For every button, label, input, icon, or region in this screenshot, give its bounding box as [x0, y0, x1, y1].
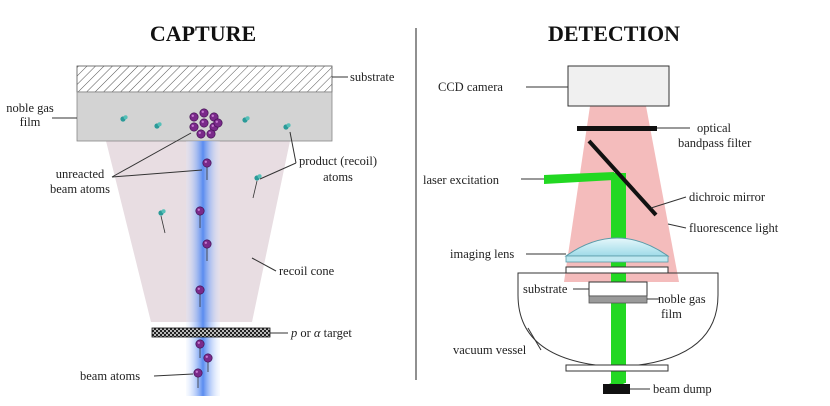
- product-atoms-in-cone: [158, 174, 262, 234]
- capture-substrate: [76, 65, 333, 93]
- label-target-word: target: [320, 326, 352, 340]
- capture-leaders: [52, 76, 348, 377]
- label-dichroic-mirror: dichroic mirror: [689, 190, 766, 204]
- ccd-camera: [567, 65, 670, 107]
- label-unreacted-line2: beam atoms: [50, 182, 110, 196]
- label-optical-line2: bandpass filter: [678, 136, 752, 150]
- label-substrate: substrate: [350, 70, 395, 84]
- target-foil: [151, 327, 271, 338]
- label-recoil-cone: recoil cone: [279, 264, 335, 278]
- capture-title: CAPTURE: [150, 21, 256, 46]
- label-product-line1: product (recoil): [299, 154, 377, 168]
- bandpass-filter: [577, 126, 657, 131]
- beam-dump: [603, 384, 630, 394]
- detection-leaders: [521, 86, 690, 390]
- imaging-lens: [564, 237, 670, 257]
- label-noble-gas-line2: film: [20, 115, 41, 129]
- label-detection-noble-gas-line1: noble gas: [658, 292, 706, 306]
- label-beam-dump: beam dump: [653, 382, 712, 396]
- label-fluorescence-light: fluorescence light: [689, 221, 779, 235]
- label-target: p or α target: [290, 326, 352, 340]
- vessel-top-window: [565, 266, 669, 274]
- detection-title: DETECTION: [548, 21, 680, 46]
- label-target-p: p: [290, 326, 297, 340]
- label-imaging-lens: imaging lens: [450, 247, 514, 261]
- label-beam-atoms: beam atoms: [80, 369, 140, 383]
- label-detection-noble-gas-line2: film: [661, 307, 682, 321]
- beam-atoms-in-flight: [193, 158, 213, 388]
- label-laser-excitation: laser excitation: [423, 173, 500, 187]
- label-target-or: or: [297, 326, 314, 340]
- dichroic-mirror: [587, 139, 658, 217]
- label-detection-substrate: substrate: [523, 282, 568, 296]
- label-target-alpha: α: [314, 326, 321, 340]
- vessel-bottom-window: [565, 364, 669, 372]
- laser-beam: [544, 172, 626, 383]
- label-product-line2: atoms: [323, 170, 353, 184]
- detection-noble-gas-film: [588, 295, 648, 304]
- label-noble-gas-line1: noble gas: [6, 101, 54, 115]
- label-vacuum-vessel: vacuum vessel: [453, 343, 527, 357]
- detection-substrate: [588, 281, 648, 297]
- label-ccd-camera: CCD camera: [438, 80, 503, 94]
- ion-beam: [186, 141, 220, 396]
- label-unreacted-line1: unreacted: [56, 167, 105, 181]
- label-optical-line1: optical: [697, 121, 732, 135]
- imaging-lens-base: [565, 255, 669, 263]
